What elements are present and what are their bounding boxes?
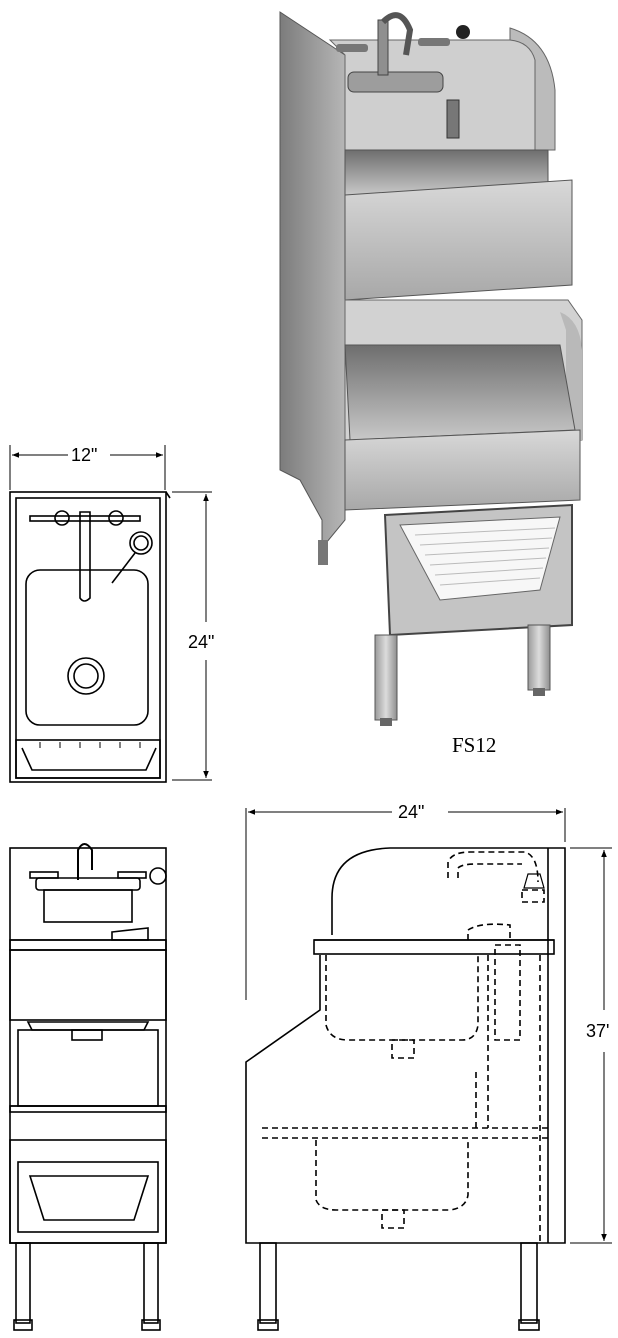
front-view-drawing — [9, 843, 167, 1331]
legs-photo — [318, 540, 551, 726]
product-photo: FS12 — [279, 11, 583, 757]
side-view-drawing — [245, 808, 612, 1331]
side-width-label: 24" — [398, 802, 424, 822]
model-label: FS12 — [452, 733, 496, 757]
top-width-label: 12" — [71, 445, 97, 465]
side-height-label: 37' — [586, 1021, 609, 1041]
top-depth-label: 24" — [188, 632, 214, 652]
top-view-drawing — [9, 445, 212, 783]
faucet-photo — [336, 12, 470, 139]
